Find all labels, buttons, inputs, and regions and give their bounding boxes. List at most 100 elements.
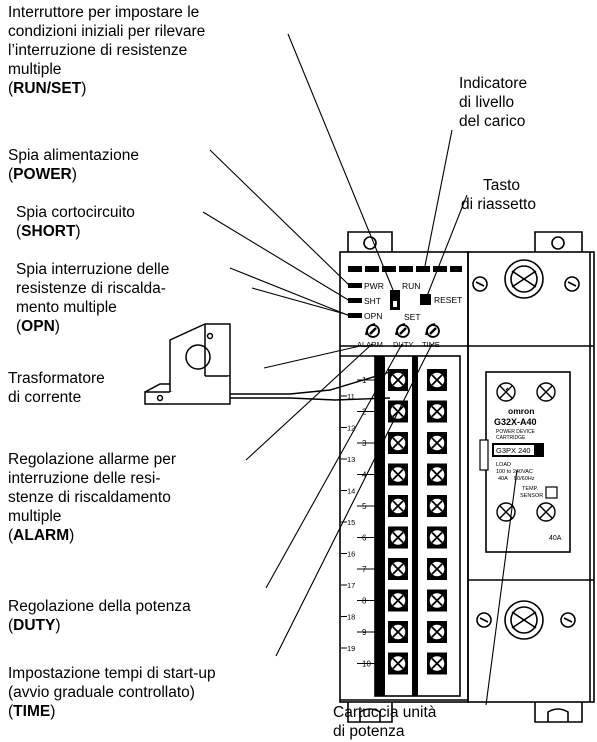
paren: ) [71,166,77,183]
terminal-screws [388,369,447,675]
leader-lines [202,33,518,706]
cartridge-part: G3PX 240 [496,446,531,455]
terminal-screw[interactable] [388,526,408,549]
label-opn: Spia interruzione delle resistenze di ri… [16,260,169,336]
set-label: SET [404,312,421,322]
terminal-numbers: 12345678910111213141516171819 [341,376,375,669]
code-opn: OPN [21,318,55,335]
paren: ( [8,527,14,544]
label-load-indicator: Indicatore di livello del carico [459,74,527,131]
terminal-screw[interactable] [388,621,408,643]
label-line: del carico [459,113,526,130]
cartridge-temp-2: SENSOR [520,493,543,499]
label-code-line: (OPN) [16,317,169,336]
alarm-knob-label: ALARM [357,340,383,349]
paren: ) [81,80,87,97]
reset-key[interactable] [420,294,431,305]
label-line: Cartuccia unità [333,704,437,721]
terminal-screw[interactable] [427,463,447,486]
cartridge-rating: 40A [549,535,562,542]
terminal-screw[interactable] [427,432,447,454]
terminal-screw[interactable] [427,369,447,391]
label-line: interruzione delle resi- [8,470,161,487]
label-line: Tasto [483,177,521,194]
terminal-screw[interactable] [427,652,447,675]
terminal-screw[interactable] [427,621,447,643]
paren: ( [16,318,22,335]
paren: ) [69,527,75,544]
paren: ) [50,703,56,720]
alarm-knob[interactable] [365,323,380,338]
code-power: POWER [13,166,72,183]
power-led-label: PWR [364,281,384,291]
code-duty: DUTY [13,617,56,634]
paren: ) [54,318,60,335]
terminal-screw[interactable] [427,400,447,423]
cartridge-plate: omron G32X-A40 POWER DEVICE CARTRIDGE G3… [479,371,571,553]
cartridge-desc-1: POWER DEVICE [496,429,536,435]
label-code-line: (SHORT) [16,222,135,241]
code-alarm: ALARM [13,527,70,544]
label-run-set: Interruttore per impostare le condizioni… [8,3,205,98]
label-line: di livello [459,94,515,111]
cartridge-model: G32X-A40 [494,417,537,427]
opn-led [348,313,362,318]
label-time: Impostazione tempi di start-up (avvio gr… [8,664,216,721]
run-label: RUN [402,281,420,291]
label-ct: Trasformatore di corrente [8,369,105,407]
terminal-screw[interactable] [427,495,447,517]
label-line: Trasformatore [8,370,105,387]
terminal-screw[interactable] [388,495,408,517]
cartridge-brand: omron [508,406,534,416]
paren: ) [55,617,61,634]
label-line: di riassetto [461,196,536,213]
label-code-line: (DUTY) [8,616,191,635]
label-line: Impostazione tempi di start-up [8,665,216,682]
paren: ( [16,223,22,240]
terminal-number-outer: 12 [347,424,355,433]
label-line: Regolazione allarme per [8,451,177,468]
terminal-number-outer: 18 [347,613,355,622]
label-line: mento multiple [16,299,117,316]
terminal-number-outer: 13 [347,455,355,464]
label-code-line: (ALARM) [8,526,176,545]
label-line: di potenza [333,723,405,740]
label-code-line: (RUN/SET) [8,79,205,98]
time-knob[interactable] [425,323,440,338]
reset-label: RESET [434,295,462,305]
label-line: Spia interruzione delle [16,261,170,278]
terminal-number-outer: 19 [347,644,355,653]
cartridge-spec-3: 40A [498,476,508,482]
controller-unit [339,231,469,723]
paren: ( [8,166,14,183]
label-line: Regolazione della potenza [8,598,191,615]
label-line: di corrente [8,389,82,406]
terminal-screw[interactable] [388,652,408,675]
terminal-screw[interactable] [427,589,447,612]
terminal-screw[interactable] [427,558,447,580]
terminal-screw[interactable] [388,558,408,580]
terminal-screw[interactable] [388,432,408,454]
cartridge-temp-1: TEMP. [522,486,539,492]
label-line: stenze di riscaldamento [8,489,171,506]
label-line: (avvio graduale controllato) [8,684,195,701]
cartridge-top-screw [472,259,580,299]
duty-knob[interactable] [395,323,410,338]
terminal-screw[interactable] [427,526,447,549]
run-set-switch[interactable] [390,290,400,310]
terminal-screw[interactable] [388,369,408,391]
code-time: TIME [13,703,51,720]
label-line: multiple [8,508,62,525]
label-line: Interruttore per impostare le [8,4,200,21]
label-line: Spia cortocircuito [16,204,135,221]
terminal-screw[interactable] [388,463,408,486]
load-level-indicator [348,266,462,272]
short-led [348,298,362,303]
opn-led-label: OPN [364,311,382,321]
label-line: condizioni iniziali per rilevare [8,23,206,40]
label-code-line: (TIME) [8,702,216,721]
label-reset: Tasto di riassetto [461,176,536,214]
label-alarm: Regolazione allarme per interruzione del… [8,450,176,545]
terminal-screw[interactable] [388,589,408,612]
